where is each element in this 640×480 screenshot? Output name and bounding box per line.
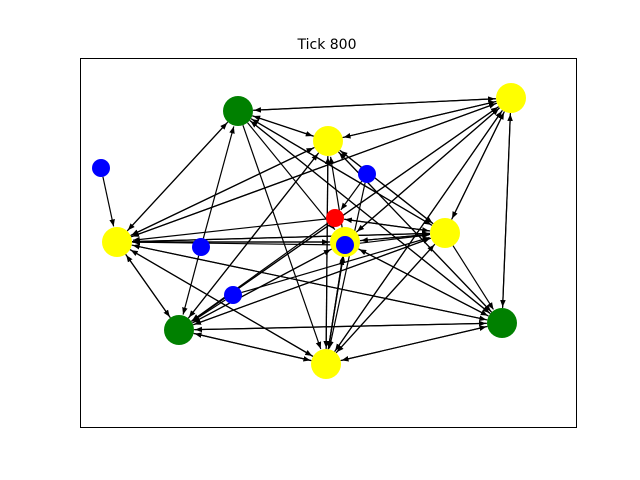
edges-layer — [102, 96, 513, 362]
edge-Y5-Y3 — [335, 244, 435, 354]
edge-B3-Y3 — [241, 236, 430, 294]
edge-G3-Y5 — [341, 325, 488, 362]
edge-G2-Y3 — [192, 237, 431, 326]
edge-B1-Y1 — [102, 176, 115, 227]
node-R1 — [326, 209, 344, 227]
edge-Y6-G2 — [192, 248, 333, 324]
node-B5 — [336, 236, 354, 254]
edge-G1-Y5 — [242, 124, 322, 350]
edge-Y6-Y3 — [359, 232, 430, 242]
node-B1 — [92, 159, 110, 177]
edge-Y3-R1 — [344, 217, 431, 232]
edge-Y4-Y2 — [343, 100, 497, 139]
edge-Y5-Y4 — [334, 110, 503, 353]
edge-Y2-G1 — [252, 115, 314, 137]
edge-Y3-G3 — [452, 245, 494, 310]
node-B2 — [192, 238, 210, 256]
edge-R1-Y1 — [132, 218, 327, 243]
edge-G1-Y1 — [127, 121, 229, 231]
nodes-layer — [92, 83, 526, 379]
edge-Y4-Y1 — [131, 102, 498, 238]
node-Y4 — [496, 83, 526, 113]
edge-G2-Y2 — [187, 153, 319, 319]
node-G1 — [223, 96, 253, 126]
node-G2 — [164, 315, 194, 345]
edge-G3-G1 — [250, 120, 491, 315]
edge-B4-Y5 — [328, 182, 366, 349]
node-Y1 — [102, 227, 132, 257]
edge-Y3-G1 — [251, 118, 433, 226]
edge-G1-Y6 — [247, 122, 336, 230]
edge-Y5-Y1 — [130, 249, 314, 357]
node-B4 — [358, 165, 376, 183]
edge-Y6-Y5 — [326, 256, 344, 349]
edge-G2-Y5 — [193, 332, 311, 362]
edge-Y3-Y2 — [340, 150, 434, 225]
edge-Y2-Y1 — [131, 146, 315, 236]
edge-B4-R1 — [340, 180, 363, 211]
edge-G2-Y1 — [125, 254, 171, 319]
edge-G2-Y4 — [190, 106, 499, 322]
node-Y2 — [313, 126, 343, 156]
edge-Y6-Y4 — [355, 108, 500, 233]
node-Y5 — [311, 349, 341, 379]
edge-G3-G2 — [194, 322, 488, 333]
edge-G3-Y6 — [358, 248, 489, 317]
node-Y3 — [430, 218, 460, 248]
edge-G3-Y4 — [501, 113, 513, 309]
node-B3 — [224, 286, 242, 304]
edge-Y4-G1 — [253, 98, 497, 113]
edge-Y4-Y3 — [451, 111, 505, 219]
figure-title: Tick 800 — [297, 37, 357, 53]
edge-B2-G1 — [202, 126, 235, 239]
node-G3 — [487, 308, 517, 338]
